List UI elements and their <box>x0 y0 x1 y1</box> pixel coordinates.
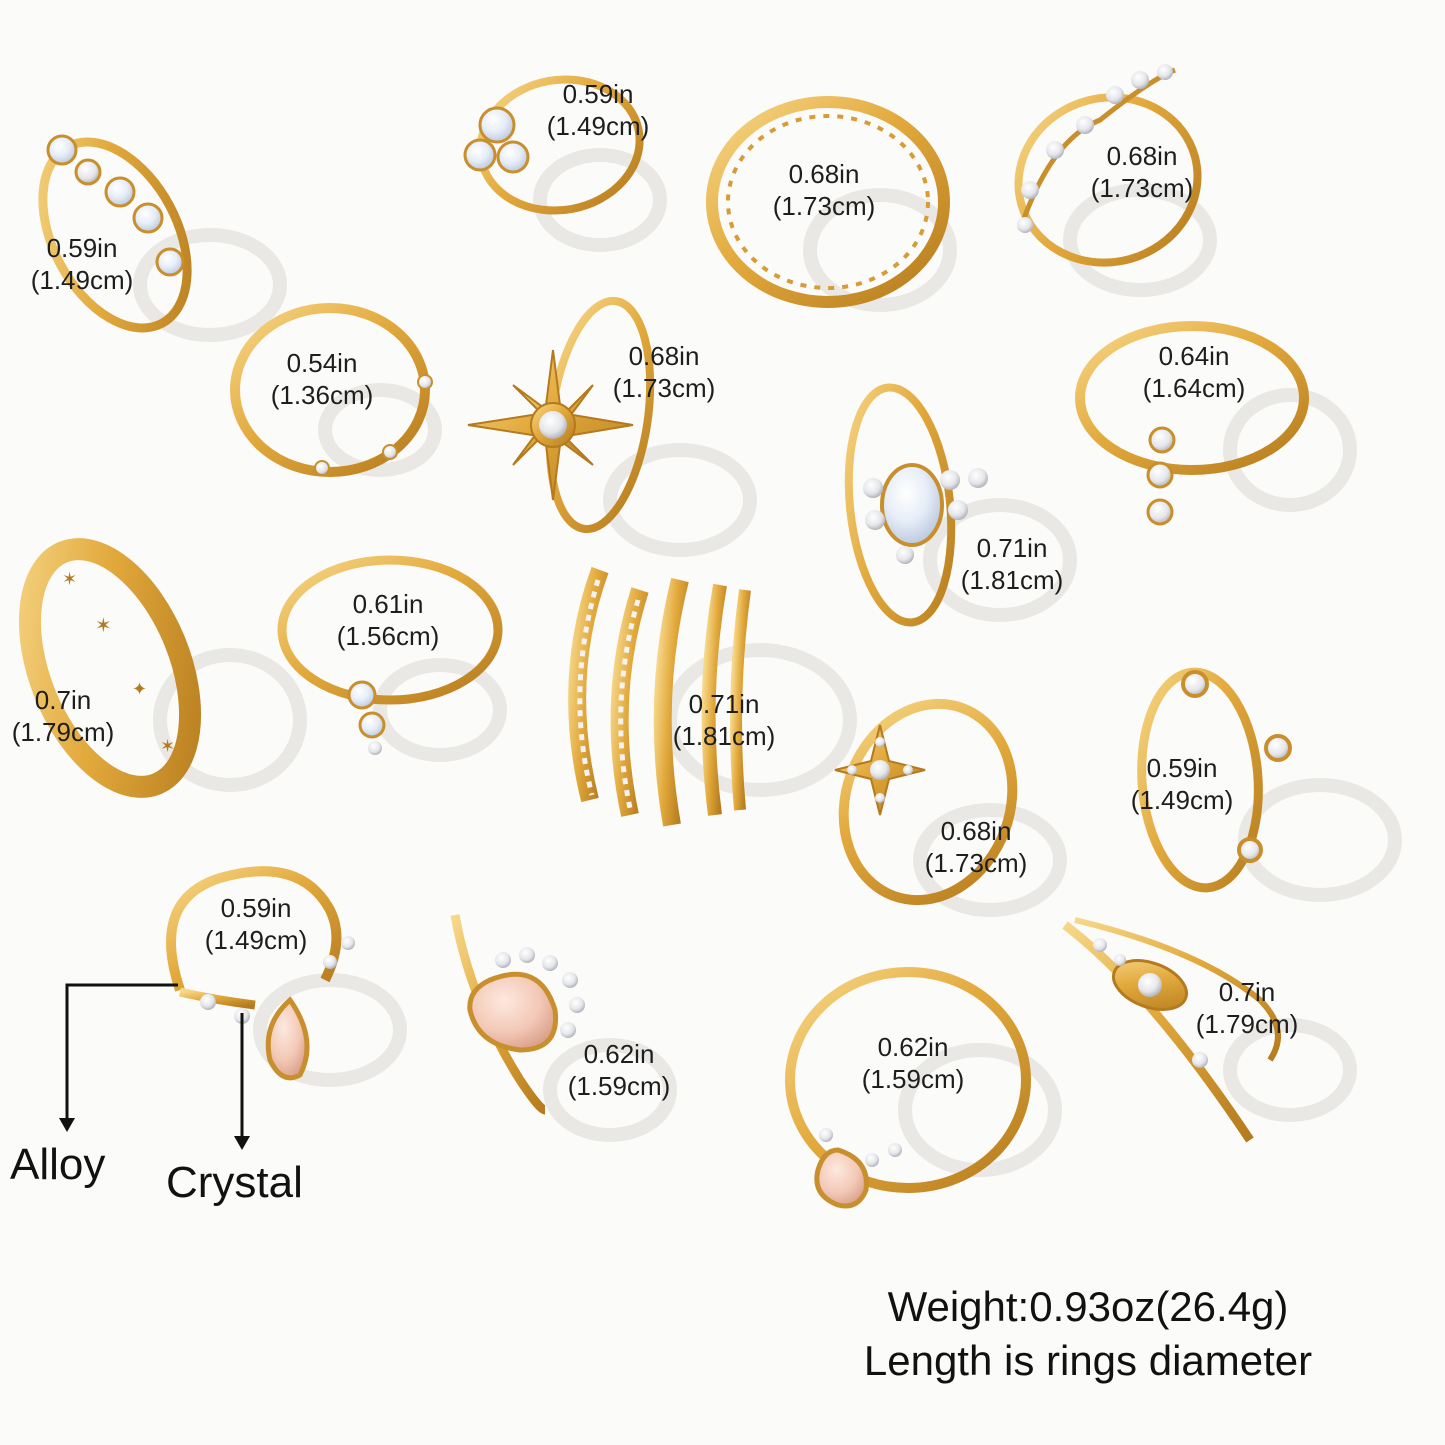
size-label-snake-wrap: 0.71in(1.81cm) <box>672 689 776 751</box>
svg-text:✦: ✦ <box>132 679 147 699</box>
crystal-arrow-icon <box>234 1136 250 1150</box>
size-label-drop-crystal: 0.64in(1.64cm) <box>1142 341 1246 403</box>
product-info: Weight:0.93oz(26.4g) Length is rings dia… <box>828 1280 1348 1388</box>
size-label-crystal-link: 0.68in(1.73cm) <box>772 159 876 221</box>
ring-triangle-opal <box>463 75 644 215</box>
material-label-crystal: Crystal <box>166 1158 303 1207</box>
svg-text:✶: ✶ <box>62 569 77 589</box>
size-label-north-star: 0.68in(1.73cm) <box>924 816 1028 878</box>
size-label-triangle-opal: 0.59in(1.49cm) <box>546 79 650 141</box>
ring-evil-eye <box>1062 917 1281 1143</box>
ring-crown-wave <box>1137 667 1292 893</box>
ring-pink-pear-fan <box>450 914 585 1115</box>
size-label-pink-heart-solitaire: 0.62in(1.59cm) <box>861 1032 965 1094</box>
size-label-crown-wave: 0.59in(1.49cm) <box>1130 753 1234 815</box>
size-label-wave-crystal: 0.68in(1.73cm) <box>1090 141 1194 203</box>
size-label-heart-stone-open: 0.59in(1.49cm) <box>204 893 308 955</box>
ring-dot-ring <box>230 303 433 477</box>
svg-text:✶: ✶ <box>160 736 175 756</box>
ring-star-engraved-band: ✶ ✶ ✦ ✶ <box>18 538 202 798</box>
ring-crystal-link <box>706 96 950 308</box>
ring-north-star <box>834 698 1018 906</box>
size-label-pave-band: 0.59in(1.49cm) <box>30 233 134 295</box>
ring-pave-band <box>38 134 192 333</box>
material-callout-lines <box>65 983 244 1140</box>
ring-sunburst <box>467 296 655 534</box>
size-label-moonstone-oval: 0.71in(1.81cm) <box>960 533 1064 595</box>
size-label-opal-duo: 0.61in(1.56cm) <box>336 589 440 651</box>
ring-wave-crystal <box>1014 64 1202 267</box>
length-note-text: Length is rings diameter <box>863 1337 1313 1384</box>
svg-text:✶: ✶ <box>95 615 112 637</box>
size-label-sunburst: 0.68in(1.73cm) <box>612 341 716 403</box>
size-label-pink-pear-fan: 0.62in(1.59cm) <box>567 1039 671 1101</box>
ring-drop-crystal <box>1075 321 1309 526</box>
alloy-arrow-icon <box>59 1118 75 1132</box>
weight-text: Weight:0.93oz(26.4g) <box>887 1283 1289 1330</box>
ring-pink-heart-solitaire <box>785 967 1031 1209</box>
size-label-dot-ring: 0.54in(1.36cm) <box>270 348 374 410</box>
ring-snake-wrap <box>568 566 751 827</box>
material-label-alloy: Alloy <box>10 1140 106 1189</box>
size-label-evil-eye: 0.7in(1.79cm) <box>1195 977 1299 1039</box>
ring-opal-duo <box>277 555 503 755</box>
size-label-star-engraved-band: 0.7in(1.79cm) <box>11 685 115 747</box>
ring-moonstone-oval <box>844 383 988 627</box>
